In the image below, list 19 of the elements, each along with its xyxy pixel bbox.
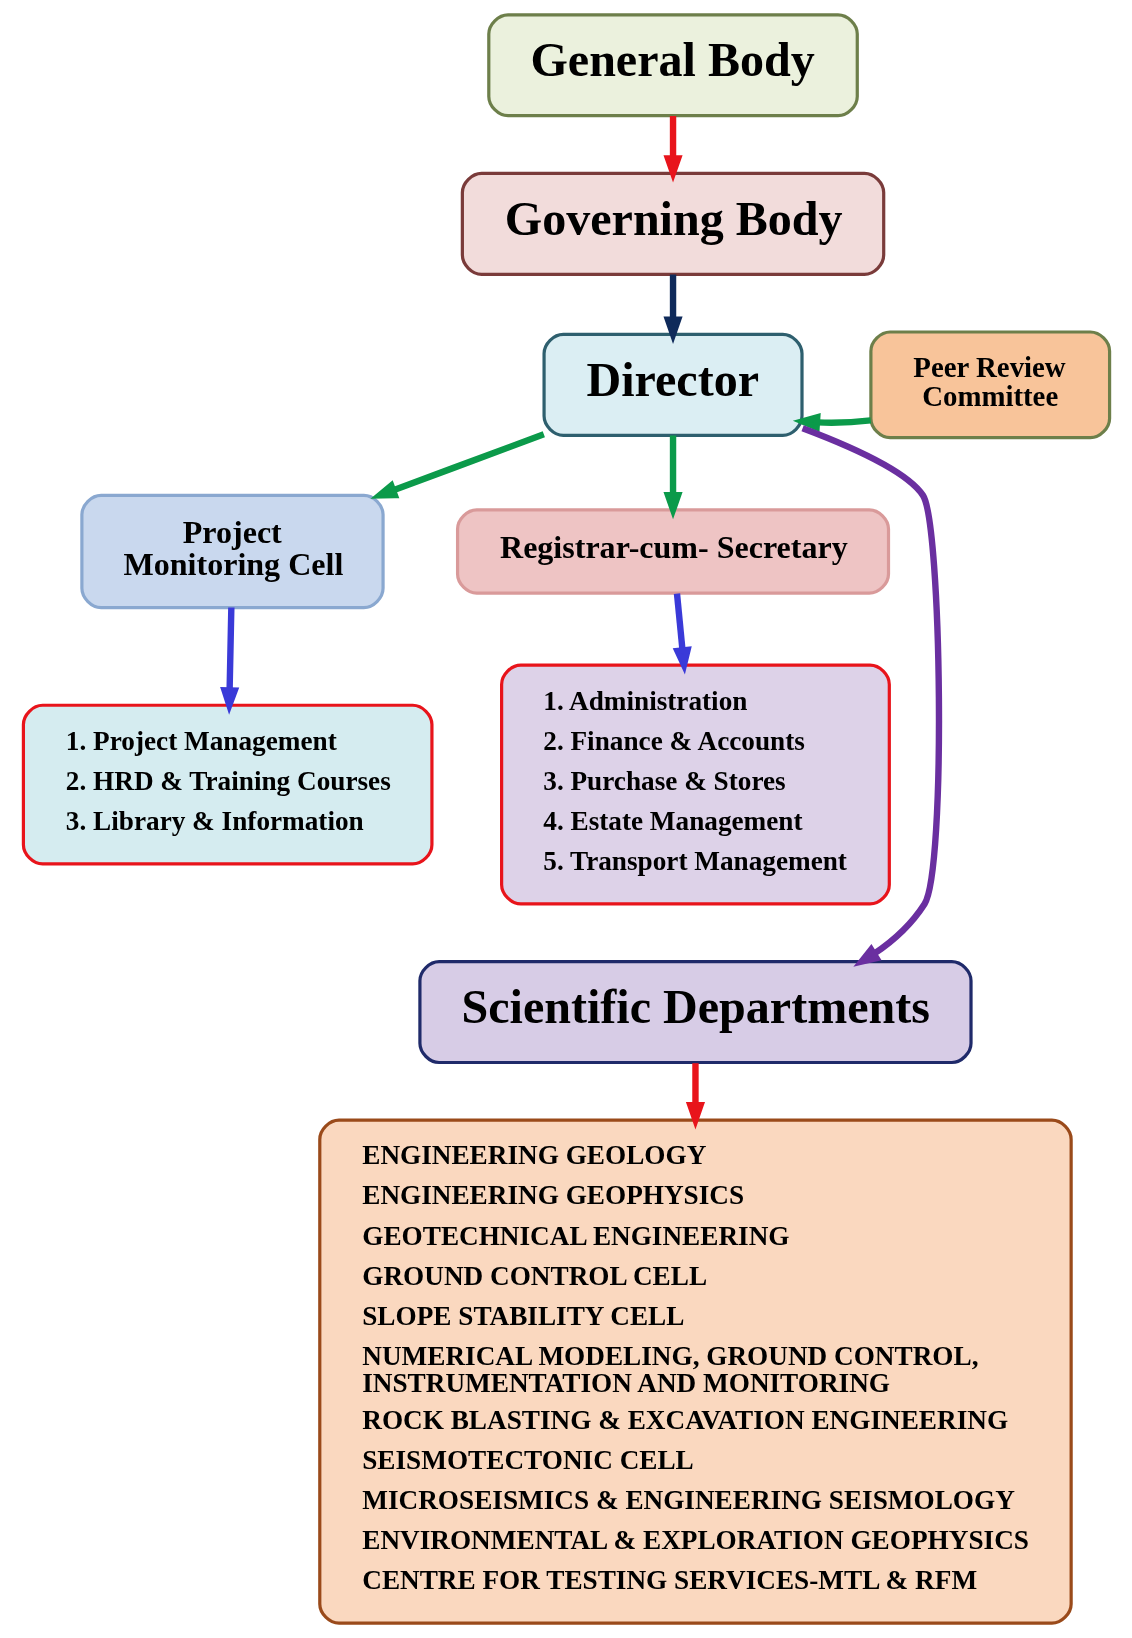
node-box: Governing Body <box>460 171 885 276</box>
node-box: Registrar-cum- Secretary <box>455 508 890 595</box>
arrow <box>369 431 545 499</box>
node-box: Scientific Departments <box>417 960 973 1065</box>
arrow <box>672 593 692 675</box>
node-box: 1. Project Management 2. HRD & Training Courses 3. Library & Information <box>21 703 434 866</box>
node-box: Peer Review Committee <box>868 330 1111 440</box>
arrow <box>792 413 871 433</box>
node-box: ENGINEERING GEOLOGY ENGINEERING GEOPHYSICS GEOTECHNICAL ENGINEERING GROUND CONTROL CELL SLOPE STABILITY CELL NUMERICAL MODELING, GROUND CONTROL, INSTRUMENTATION AND MONITORING ROCK BLASTING & EXCAVATION ENGINEERING SEISMOTECTONIC CELL MICROSEISMICS & ENGINEERING SEISMOLOGY ENVIRONMENTAL & EXPLORATION GEOPHYSICS CENTRE FOR TESTING SERVICES-MTL & RFM <box>317 1118 1073 1625</box>
node-box: Director <box>541 332 804 437</box>
arrow <box>800 425 942 967</box>
node-box: 1. Administration 2. Finance & Accounts 3. Purchase & Stores 4. Estate Management 5. Transport Management <box>499 663 891 906</box>
arrow <box>219 607 239 715</box>
arrow <box>662 116 683 183</box>
arrow <box>662 274 683 344</box>
arrow <box>662 435 683 520</box>
arrow <box>685 1063 705 1130</box>
node-box: General Body <box>486 13 859 118</box>
node-box: Project Monitoring Cell <box>79 493 385 610</box>
